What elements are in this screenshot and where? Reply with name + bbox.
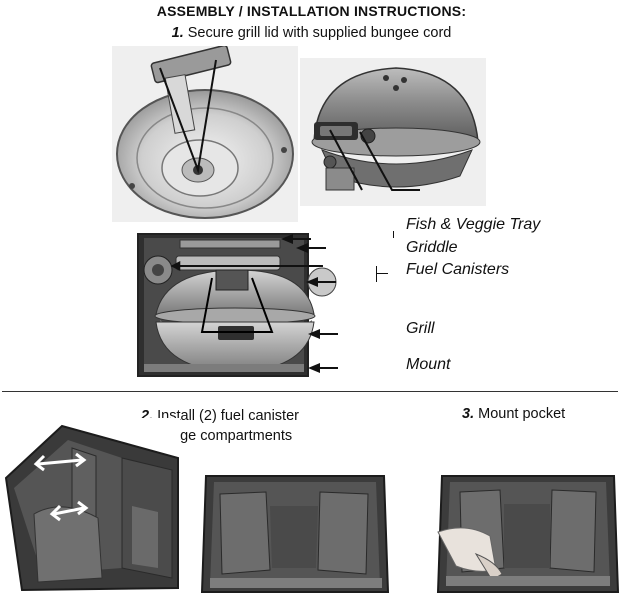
label-fuel-canisters: Fuel Canisters xyxy=(406,261,509,279)
grill-lid-illustration xyxy=(112,46,298,222)
label-grill: Grill xyxy=(406,320,434,338)
label-griddle: Griddle xyxy=(406,239,458,257)
label-tick xyxy=(393,231,394,238)
step-3-caption: 3. Mount pocket xyxy=(462,406,565,422)
section-divider xyxy=(2,391,618,392)
step-1-number: 1. xyxy=(172,25,184,41)
step-1-caption: 1. Secure grill lid with supplied bungee… xyxy=(0,25,623,41)
grill-closed-illustration xyxy=(300,58,486,206)
bag-cross-section-illustration xyxy=(136,230,346,380)
step-1-text: Secure grill lid with supplied bungee co… xyxy=(188,25,452,41)
label-mount: Mount xyxy=(406,356,450,374)
label-bracket xyxy=(376,266,377,282)
bag-photo-left xyxy=(2,418,180,594)
label-bracket-arm xyxy=(376,273,388,274)
step-3-text: Mount pocket xyxy=(478,406,565,422)
page-heading: ASSEMBLY / INSTALLATION INSTRUCTIONS: xyxy=(0,3,623,19)
bag-photo-right xyxy=(436,470,620,594)
step-3-number: 3. xyxy=(462,406,474,422)
label-fish-veggie-tray: Fish & Veggie Tray xyxy=(406,216,540,234)
bag-photo-center xyxy=(200,470,390,594)
